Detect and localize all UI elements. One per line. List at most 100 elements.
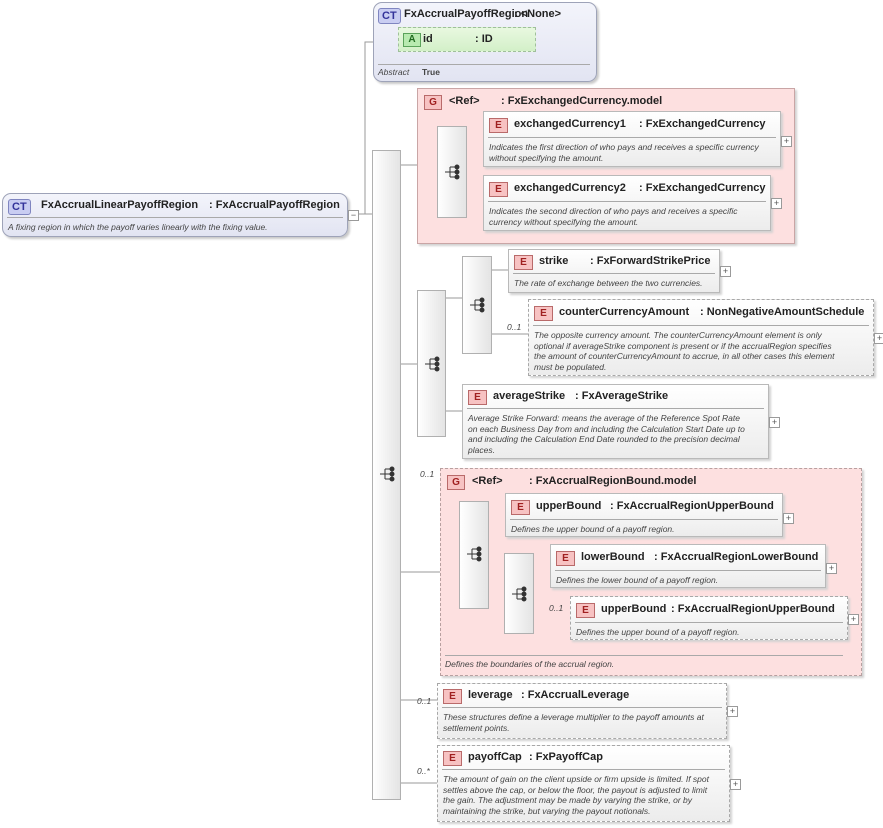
element-average-strike[interactable]: E averageStrike : FxAverageStrike Averag… — [462, 384, 769, 459]
base-type-name: FxAccrualPayoffRegion — [404, 8, 529, 20]
expand-button[interactable]: + — [769, 417, 780, 428]
sequence-icon — [468, 297, 486, 318]
occurrence-label: 0..1 — [507, 322, 522, 332]
element-documentation: The amount of gain on the client upside … — [443, 774, 709, 816]
element-badge: E — [489, 118, 508, 133]
expand-button[interactable]: + — [874, 333, 883, 344]
element-badge: E — [576, 603, 595, 618]
divider — [378, 64, 590, 65]
expand-button[interactable]: + — [771, 198, 782, 209]
group-ref: <Ref> — [449, 95, 480, 107]
sequence-icon — [378, 466, 396, 487]
element-exchanged-currency-2[interactable]: E exchangedCurrency2 : FxExchangedCurren… — [483, 175, 771, 231]
element-badge: E — [468, 390, 487, 405]
group-name: : FxAccrualRegionBound.model — [529, 475, 697, 487]
element-upper-bound[interactable]: E upperBound : FxAccrualRegionUpperBound… — [505, 493, 783, 537]
base-complex-type[interactable]: CT FxAccrualPayoffRegion : <None> A id :… — [373, 2, 597, 82]
element-strike[interactable]: E strike : FxForwardStrikePrice The rate… — [508, 249, 720, 293]
abstract-value: True — [422, 67, 440, 77]
expand-button[interactable]: + — [781, 136, 792, 147]
element-upper-bound-optional[interactable]: E upperBound : FxAccrualRegionUpperBound… — [570, 596, 848, 640]
occurrence-label: 0..1 — [420, 469, 435, 479]
root-documentation: A fixing region in which the payoff vari… — [8, 222, 268, 232]
element-payoff-cap[interactable]: E payoffCap : FxPayoffCap The amount of … — [437, 745, 730, 822]
divider — [488, 201, 766, 202]
element-name: upperBound — [536, 500, 602, 512]
group-badge: G — [424, 95, 442, 110]
element-badge: E — [511, 500, 530, 515]
element-type: : FxAccrualLeverage — [521, 689, 630, 701]
expand-button[interactable]: + — [783, 513, 794, 524]
element-type: : FxExchangedCurrency — [639, 182, 766, 194]
sequence-icon — [443, 164, 461, 185]
group-name: : FxExchangedCurrency.model — [501, 95, 663, 107]
element-type: : NonNegativeAmountSchedule — [700, 306, 865, 318]
sequence-icon — [465, 546, 483, 567]
attribute-badge: A — [403, 33, 421, 47]
divider — [555, 570, 821, 571]
occurrence-label: 0..1 — [549, 603, 564, 613]
element-badge: E — [443, 689, 462, 704]
element-type: : FxAccrualRegionLowerBound — [654, 551, 819, 563]
element-name: upperBound — [601, 603, 667, 615]
divider — [442, 769, 725, 770]
divider — [575, 622, 843, 623]
expand-button[interactable]: + — [826, 563, 837, 574]
group-documentation: Defines the boundaries of the accrual re… — [445, 659, 615, 669]
divider — [442, 707, 722, 708]
element-exchanged-currency-1[interactable]: E exchangedCurrency1 : FxExchangedCurren… — [483, 111, 781, 167]
element-name: counterCurrencyAmount — [559, 306, 690, 318]
base-type-value: : <None> — [514, 8, 562, 20]
expand-button[interactable]: + — [730, 779, 741, 790]
root-base-type: : FxAccrualPayoffRegion — [209, 199, 340, 211]
element-name: lowerBound — [581, 551, 645, 563]
element-type: : FxExchangedCurrency — [639, 118, 766, 130]
main-sequence-compositor[interactable] — [372, 150, 401, 800]
element-badge: E — [556, 551, 575, 566]
element-badge: E — [489, 182, 508, 197]
element-type: : FxAccrualRegionUpperBound — [610, 500, 774, 512]
element-type: : FxPayoffCap — [529, 751, 603, 763]
element-counter-currency-amount[interactable]: E counterCurrencyAmount : NonNegativeAmo… — [528, 299, 874, 376]
attribute-name: id — [423, 33, 433, 45]
divider — [467, 408, 764, 409]
expand-button[interactable]: + — [720, 266, 731, 277]
root-type-name: FxAccrualLinearPayoffRegion — [41, 199, 199, 211]
sequence-icon — [423, 356, 441, 377]
sequence-compositor[interactable] — [504, 553, 534, 634]
attribute-id[interactable]: A id : ID — [398, 27, 536, 52]
expand-button[interactable]: + — [848, 614, 859, 625]
element-type: : FxAccrualRegionUpperBound — [671, 603, 835, 615]
element-leverage[interactable]: E leverage : FxAccrualLeverage These str… — [437, 683, 727, 739]
occurrence-label: 0..1 — [417, 696, 432, 706]
element-documentation: Indicates the second direction of who pa… — [489, 206, 738, 227]
element-documentation: The opposite currency amount. The counte… — [534, 330, 835, 372]
occurrence-label: 0..* — [417, 766, 430, 776]
abstract-label: Abstract — [378, 67, 410, 77]
divider — [513, 273, 715, 274]
element-documentation: Defines the upper bound of a payoff regi… — [511, 524, 675, 534]
element-name: strike — [539, 255, 569, 267]
attribute-type: : ID — [475, 33, 493, 45]
element-name: payoffCap — [468, 751, 522, 763]
element-documentation: Defines the upper bound of a payoff regi… — [576, 627, 740, 637]
divider — [445, 655, 843, 656]
element-type: : FxAverageStrike — [575, 390, 669, 402]
sequence-compositor[interactable] — [459, 501, 489, 609]
sequence-icon — [510, 586, 528, 607]
element-documentation: The rate of exchange between the two cur… — [514, 278, 703, 288]
element-name: leverage — [468, 689, 513, 701]
element-badge: E — [443, 751, 462, 766]
expand-button[interactable]: + — [727, 706, 738, 717]
element-documentation: These structures define a leverage multi… — [443, 712, 704, 733]
element-badge: E — [514, 255, 533, 270]
element-type: : FxForwardStrikePrice — [590, 255, 711, 267]
group-badge: G — [447, 475, 465, 490]
element-lower-bound[interactable]: E lowerBound : FxAccrualRegionLowerBound… — [550, 544, 826, 588]
divider — [510, 519, 778, 520]
complex-type-badge: CT — [378, 8, 401, 24]
complex-type-badge: CT — [8, 199, 31, 215]
root-complex-type[interactable]: CT FxAccrualLinearPayoffRegion : FxAccru… — [2, 193, 348, 237]
divider — [7, 217, 343, 218]
collapse-root-button[interactable]: − — [348, 210, 359, 221]
